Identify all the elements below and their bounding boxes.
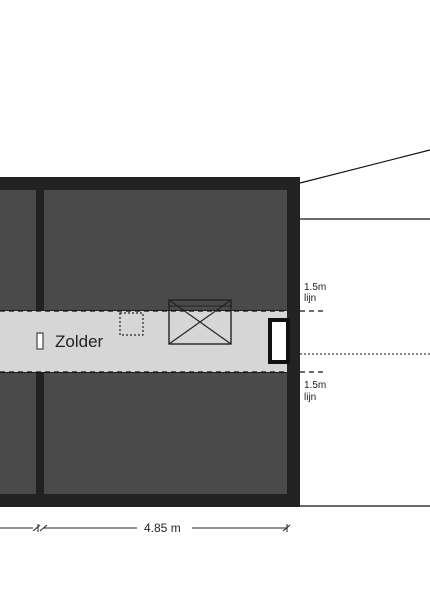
height-label-upper-1: 1.5m bbox=[304, 282, 326, 293]
dimension-line bbox=[0, 524, 291, 532]
roof-line-top bbox=[299, 149, 430, 184]
roof-area-left-top bbox=[0, 190, 36, 310]
hatch-icon bbox=[119, 312, 144, 336]
skylight-icon bbox=[168, 299, 232, 345]
wall-opening-marker bbox=[36, 332, 44, 350]
floor-strip bbox=[0, 311, 287, 372]
height-label-lower-2: lijn bbox=[304, 392, 316, 403]
height-label-lower-1: 1.5m bbox=[304, 380, 326, 391]
height-label-upper-2: lijn bbox=[304, 293, 316, 304]
chimney-icon bbox=[268, 318, 290, 364]
dimension-label: 4.85 m bbox=[144, 521, 181, 535]
room-label: Zolder bbox=[55, 332, 104, 351]
roof-area-left-bottom bbox=[0, 373, 36, 494]
roof-area-right-bottom bbox=[44, 373, 287, 494]
roof-area-right-top bbox=[44, 190, 287, 310]
